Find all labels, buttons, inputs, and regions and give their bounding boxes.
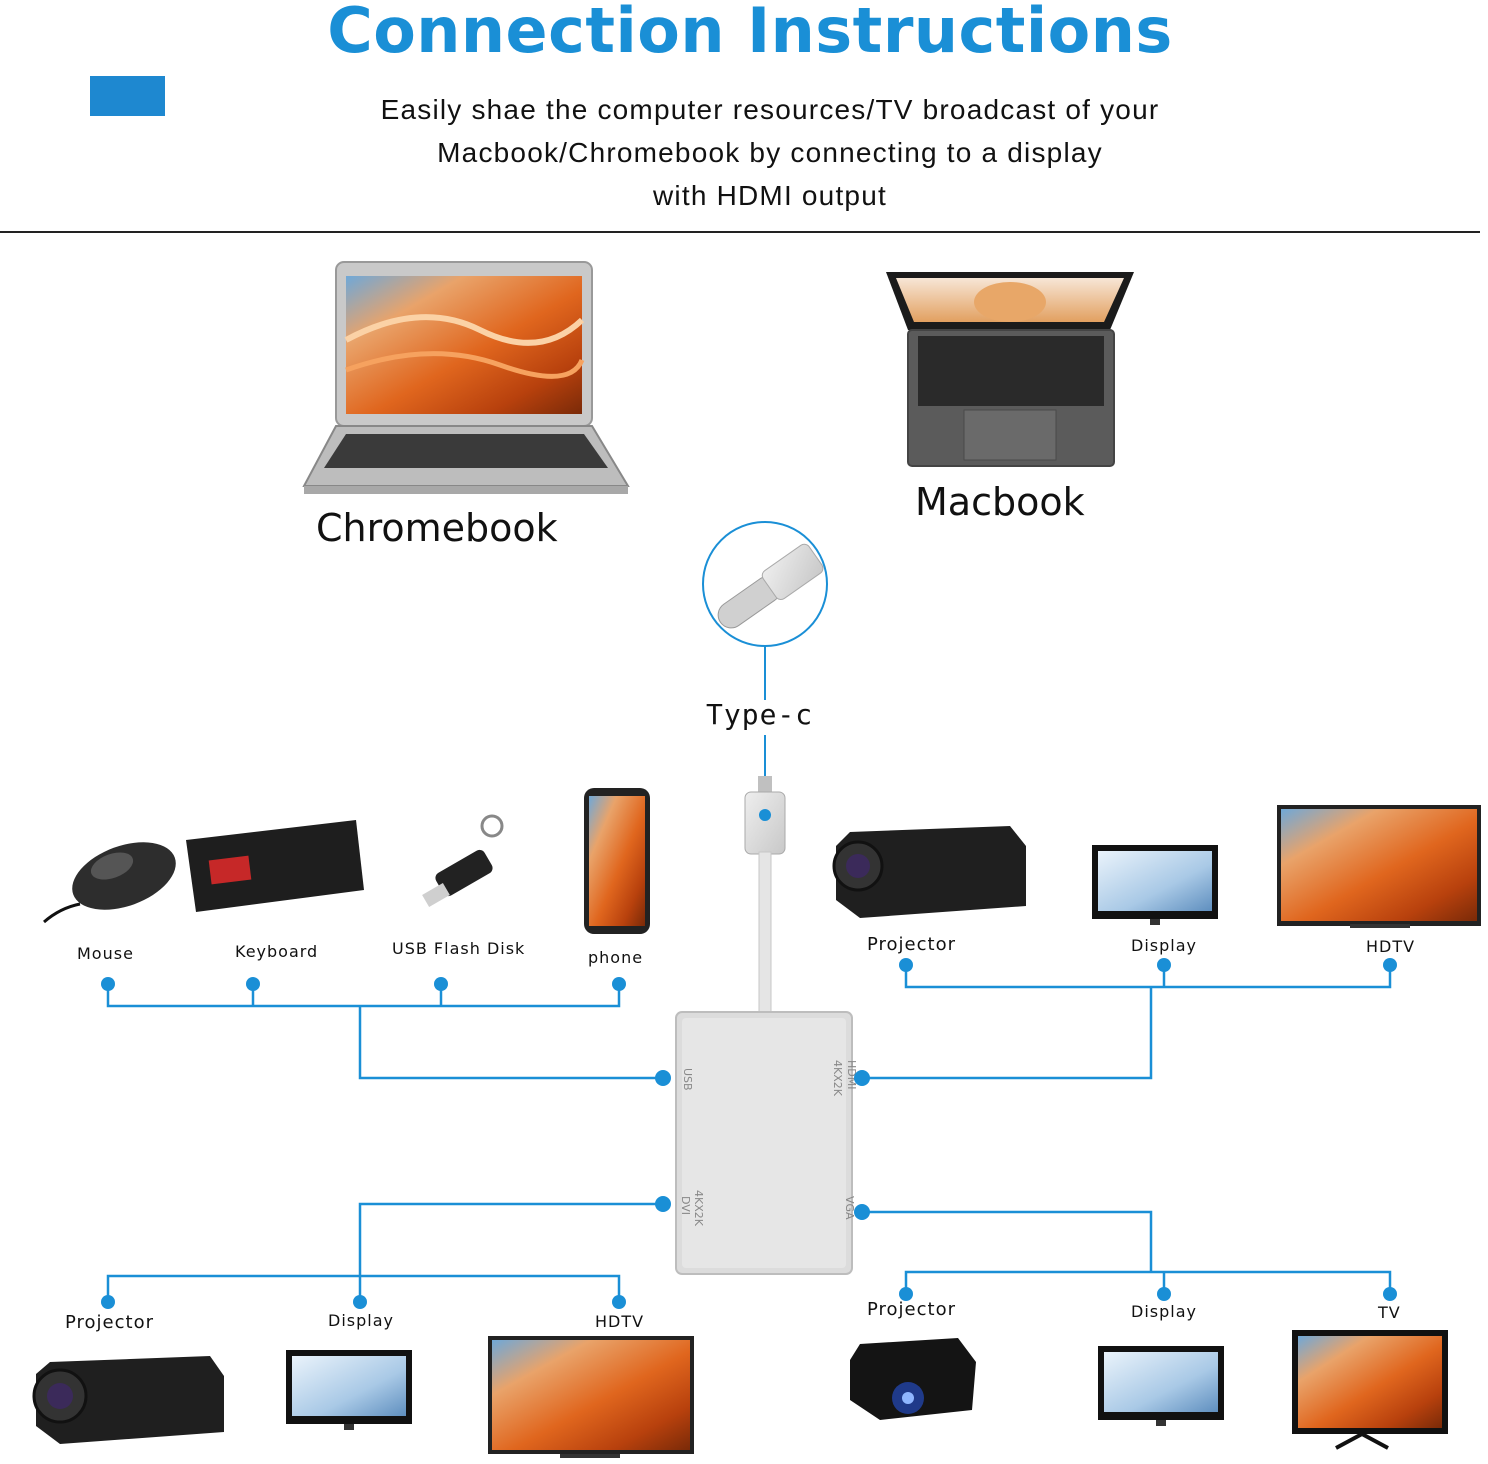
chromebook-icon bbox=[302, 261, 630, 494]
vga-device-label-tv: TV bbox=[1378, 1303, 1401, 1322]
mouse-icon bbox=[43, 842, 176, 924]
connection-lines bbox=[106, 965, 1392, 1302]
subtitle-line-3: with HDMI output bbox=[653, 180, 887, 211]
port-label-hdmi-res: 4KX2K bbox=[831, 1060, 844, 1097]
usb-device-label-keyboard: Keyboard bbox=[235, 942, 319, 961]
subtitle-line-2: Macbook/Chromebook by connecting to a di… bbox=[437, 137, 1103, 168]
hdmi-device-label-display: Display bbox=[1131, 936, 1197, 955]
vga-device-label-projector: Projector bbox=[867, 1299, 956, 1320]
chromebook-label: Chromebook bbox=[316, 506, 558, 550]
usb-device-label-mouse: Mouse bbox=[77, 944, 134, 963]
connection-dots bbox=[101, 958, 1397, 1309]
type-c-plug-icon bbox=[744, 776, 786, 1013]
divider bbox=[0, 231, 1480, 233]
vga-device-label-display: Display bbox=[1131, 1302, 1197, 1321]
port-label-dvi: DVI bbox=[679, 1196, 692, 1215]
hub-adapter: USB HDMI 4KX2K DVI 4KX2K VGA bbox=[675, 1011, 858, 1275]
usb-flash-disk-icon bbox=[422, 814, 504, 908]
subtitle-line-1: Easily shae the computer resources/TV br… bbox=[380, 94, 1160, 125]
phone-icon bbox=[584, 788, 650, 934]
hdmi-device-label-projector: Projector bbox=[867, 934, 956, 955]
port-label-usb: USB bbox=[681, 1068, 694, 1091]
dvi-projector-icon bbox=[32, 1356, 224, 1444]
port-label-vga: VGA bbox=[843, 1196, 856, 1220]
type-c-connector-icon bbox=[702, 521, 828, 647]
macbook-label: Macbook bbox=[915, 480, 1085, 524]
usb-device-label-flash-disk: USB Flash Disk bbox=[392, 939, 526, 958]
hdmi-device-label-hdtv: HDTV bbox=[1366, 937, 1416, 956]
dvi-hdtv-icon bbox=[488, 1336, 694, 1458]
page-title: Connection Instructions bbox=[327, 0, 1173, 67]
subtitle: Easily shae the computer resources/TV br… bbox=[300, 88, 1240, 217]
vga-tv-icon bbox=[1292, 1330, 1448, 1450]
type-c-label: Type-c bbox=[706, 698, 814, 731]
vga-display-icon bbox=[1098, 1346, 1224, 1426]
port-label-dvi-res: 4KX2K bbox=[692, 1190, 705, 1227]
accent-badge bbox=[90, 76, 165, 116]
usb-device-label-phone: phone bbox=[588, 948, 644, 967]
hdmi-projector-icon bbox=[832, 826, 1026, 918]
hdmi-hdtv-icon bbox=[1277, 805, 1481, 928]
dvi-device-label-projector: Projector bbox=[65, 1312, 154, 1333]
port-label-hdmi: HDMI bbox=[845, 1060, 858, 1089]
hdmi-display-icon bbox=[1092, 845, 1218, 925]
keyboard-icon bbox=[186, 820, 364, 912]
dvi-display-icon bbox=[286, 1350, 412, 1430]
vga-projector-icon bbox=[850, 1338, 976, 1420]
dvi-device-label-hdtv: HDTV bbox=[595, 1312, 645, 1331]
macbook-icon bbox=[886, 272, 1134, 467]
dvi-device-label-display: Display bbox=[328, 1311, 394, 1330]
